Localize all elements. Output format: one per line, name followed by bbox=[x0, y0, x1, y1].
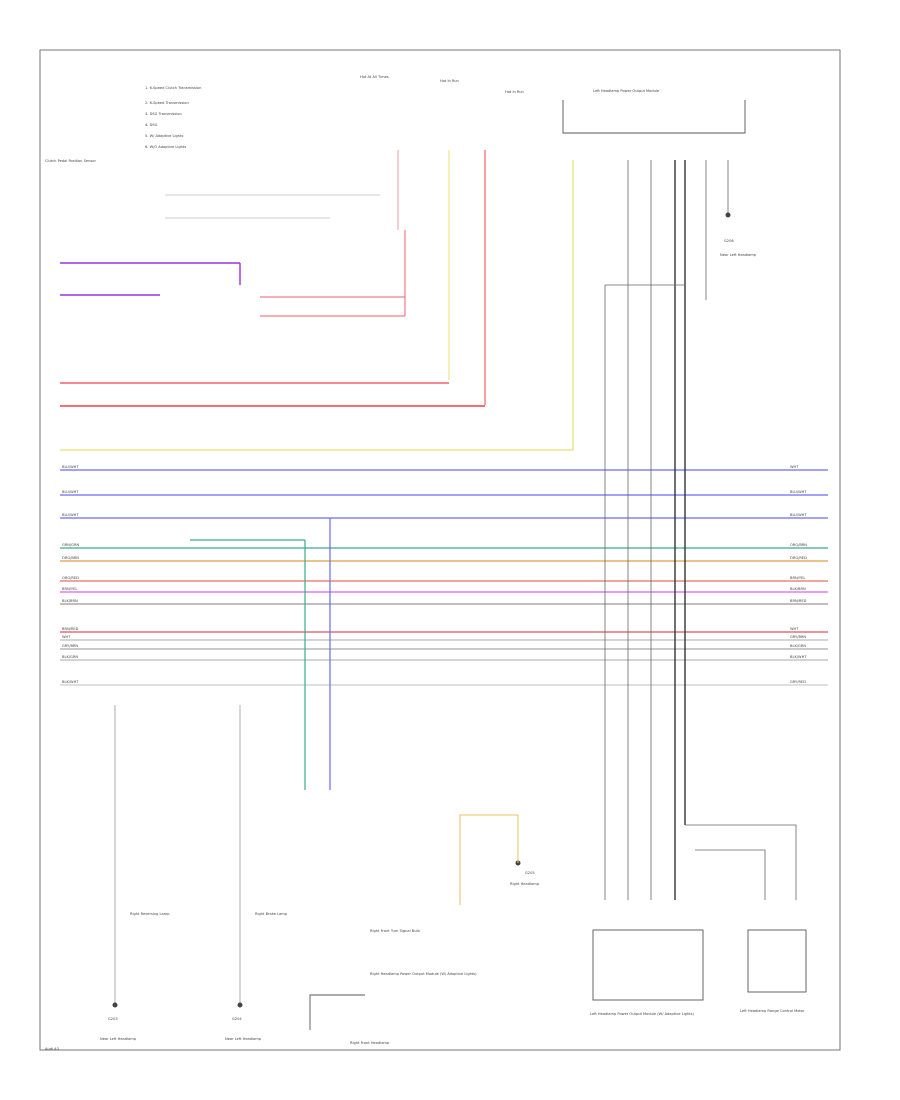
bus-wire-left-label: BLK/GRN bbox=[62, 655, 78, 659]
bus-wire-left-label: BLK/BRN bbox=[62, 599, 78, 603]
bus-wire-right-label: BLK/GRN bbox=[790, 644, 806, 648]
ground-1-label: G203 bbox=[108, 1017, 118, 1021]
bus-wire-right-label: BLK/BRN bbox=[790, 587, 806, 591]
ground-1-loc: Near Left Headlamp bbox=[100, 1037, 137, 1041]
left-headlamp-ctrl-box bbox=[562, 100, 746, 134]
wire-bus: BLU/WHT WHT BLU/WHT BLU/WHT BLU/WHT BLU/WHT GR… bbox=[60, 465, 828, 686]
bus-wire-right-label: BRN/RED bbox=[790, 599, 807, 603]
bus-wire-left-label: BLU/WHT bbox=[62, 490, 79, 494]
bus-wire-left-label: ORG/RED bbox=[62, 576, 79, 580]
bus-wire-right-label: ORG/RED bbox=[790, 556, 807, 560]
right-front-headlamp-label: Right Front Headlamp bbox=[350, 1041, 390, 1045]
left-range-motor-box bbox=[747, 929, 807, 993]
bus-wire-left-label: BRN/RED bbox=[62, 627, 79, 631]
left-range-motor-label: Left Headlamp Range Control Motor bbox=[740, 1009, 805, 1013]
bus-wire-left-label: GRN/GRN bbox=[62, 543, 79, 547]
left-headlamp-ctrl-label: Left Headlamp Power Output Module bbox=[593, 89, 660, 93]
bus-wire-right-label: WHT bbox=[790, 465, 799, 469]
bus-wire-right-label: ORG/BRN bbox=[790, 543, 807, 547]
left-headlamp-module-label: Left Headlamp Power Output Module (W/ Ad… bbox=[590, 1012, 694, 1016]
bus-wire-left-label: BLK/WHT bbox=[62, 680, 79, 684]
bus-wire-left-label: BLU/WHT bbox=[62, 513, 79, 517]
right-headlamp-note: Right Headlamp Power Output Module (W/ A… bbox=[370, 972, 477, 976]
ground-4-label: G206 bbox=[724, 239, 734, 243]
bus-wire-left-label: BLU/WHT bbox=[62, 465, 79, 469]
bus-wire-left-label: WHT bbox=[62, 635, 71, 639]
bus-wire-left-label: GRY/BRN bbox=[62, 644, 78, 648]
ground-3-loc: Right Headlamp bbox=[510, 882, 540, 886]
bus-wire-right-label: GRY/BRN bbox=[790, 635, 806, 639]
bus-wire-right-label: BLU/WHT bbox=[790, 513, 807, 517]
legend: 1. 6-Speed Clutch Transmission 2. 6-Spee… bbox=[145, 86, 201, 149]
mod-wire-loop bbox=[605, 284, 797, 900]
legend-item-3: 3. DSG Transmission bbox=[145, 112, 182, 116]
ground-1-pin bbox=[112, 1002, 118, 1008]
diagram-frame bbox=[39, 49, 841, 1051]
legend-item-6: 6. W/O Adaptive Lights bbox=[145, 145, 186, 149]
ground-4-loc: Near Left Headlamp bbox=[720, 253, 757, 257]
right-lamp-2-label: Right Brake Lamp bbox=[255, 912, 288, 916]
sensor-label: Clutch Pedal Position Sensor bbox=[45, 159, 96, 163]
footer-label: Audi A3 bbox=[45, 1047, 59, 1051]
right-turn-bulb-label: Right Front Turn Signal Bulb bbox=[370, 929, 421, 933]
legend-item-4: 4. DSG bbox=[145, 123, 158, 127]
ground-2-label: G204 bbox=[232, 1017, 242, 1021]
bus-wire-left-label: BRN/YEL bbox=[62, 587, 77, 591]
ground-3-label: G205 bbox=[525, 871, 535, 875]
legend-item-2: 2. 6-Speed Transmission bbox=[145, 101, 189, 105]
fuse-left-label: Hot At All Times bbox=[360, 75, 389, 79]
bus-wire-right-label: WHT bbox=[790, 627, 799, 631]
ground-2-pin bbox=[237, 1002, 243, 1008]
legend-item-5: 5. W/ Adaptive Lights bbox=[145, 134, 183, 138]
bus-wire-right-label: BLU/WHT bbox=[790, 490, 807, 494]
right-front-headlamp-box bbox=[309, 994, 365, 1030]
fuse-right-label: Hot In Run bbox=[505, 90, 524, 94]
bus-wire-right-label: GRY/RED bbox=[790, 680, 806, 684]
bus-wire-right-label: BRN/YEL bbox=[790, 576, 805, 580]
legend-item-1: 1. 6-Speed Clutch Transmission bbox=[145, 86, 201, 90]
ground-3-wire bbox=[459, 814, 519, 905]
bus-wire-left-label: ORG/BRN bbox=[62, 556, 79, 560]
fuse-mid-label: Hot In Run bbox=[440, 79, 459, 83]
ground-2-loc: Near Left Headlamp bbox=[225, 1037, 262, 1041]
bus-wire-right-label: BLK/WHT bbox=[790, 655, 807, 659]
left-headlamp-module-box bbox=[592, 929, 704, 1001]
ground-4-pin bbox=[725, 212, 731, 218]
right-lamp-1-label: Right Reversing Lamp bbox=[130, 912, 170, 916]
